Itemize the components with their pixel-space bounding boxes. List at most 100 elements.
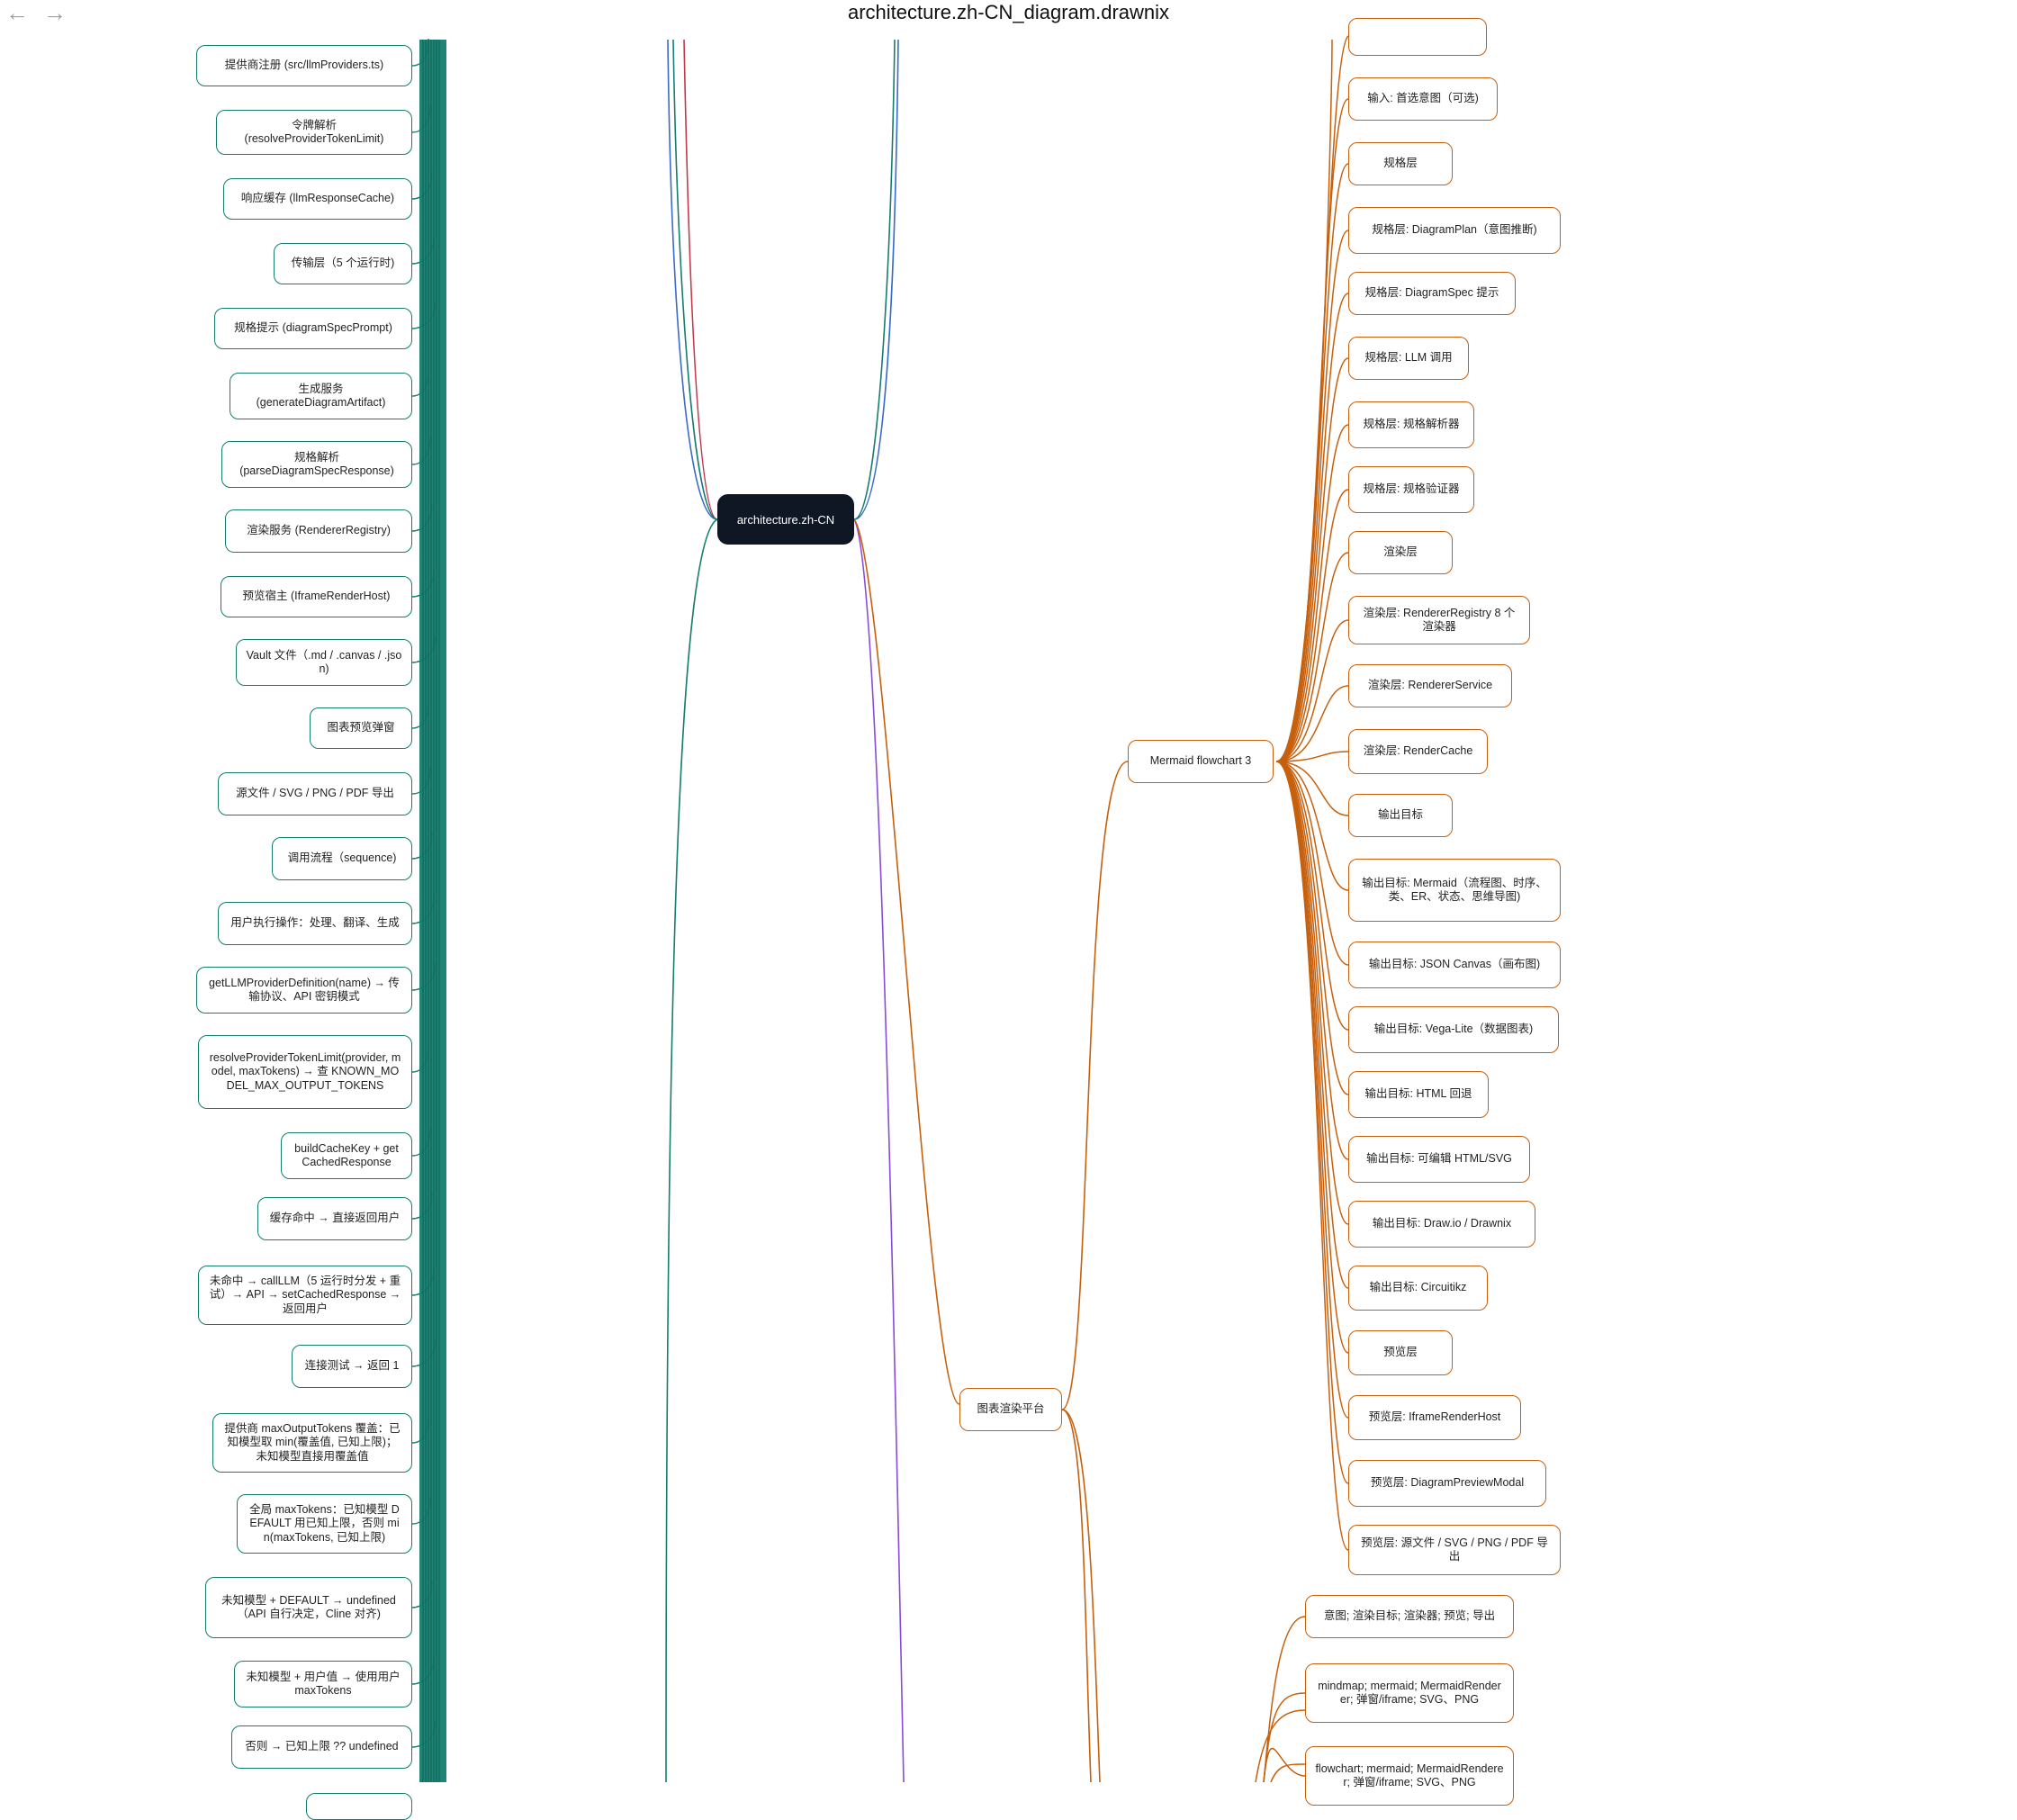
right-branch-node[interactable]: 渲染层: RendererService xyxy=(1348,664,1512,707)
platform-node[interactable]: 图表渲染平台 xyxy=(959,1388,1062,1431)
right-connector xyxy=(1275,761,1349,1031)
root-edge-red xyxy=(683,39,718,520)
right-connector xyxy=(1275,761,1349,1419)
left-branch-node[interactable]: 源文件 / SVG / PNG / PDF 导出 xyxy=(218,772,412,815)
right-connector xyxy=(1275,39,1333,762)
left-branch-node[interactable]: 提供商 maxOutputTokens 覆盖：已知模型取 min(覆盖值, 已知… xyxy=(212,1413,412,1473)
right-branch-node-partial[interactable] xyxy=(1348,18,1487,56)
left-branch-node[interactable]: 渲染服务 (RendererRegistry) xyxy=(225,509,412,553)
right-branch-node[interactable]: 输出目标: HTML 回退 xyxy=(1348,1071,1489,1118)
left-branch-node[interactable]: buildCacheKey + getCachedResponse xyxy=(281,1132,412,1179)
left-branch-node[interactable]: resolveProviderTokenLimit(provider, mode… xyxy=(198,1035,412,1109)
lower-table-node[interactable]: flowchart; mermaid; MermaidRenderer; 弹窗/… xyxy=(1305,1746,1514,1806)
right-connector xyxy=(1275,163,1349,762)
left-branch-node[interactable]: 否则 → 已知上限 ?? undefined xyxy=(231,1725,412,1769)
right-branch-node[interactable]: 规格层: 规格验证器 xyxy=(1348,466,1474,513)
right-branch-node[interactable]: 输出目标: Circuitikz xyxy=(1348,1266,1488,1311)
right-connector xyxy=(1275,761,1349,1160)
right-connector xyxy=(1275,619,1349,762)
lower-connector xyxy=(1263,1747,1306,1782)
right-connector xyxy=(1275,230,1349,762)
lower-table-node[interactable]: 意图; 渲染目标; 渲染器; 预览; 导出 xyxy=(1305,1595,1514,1638)
root-edge-teal xyxy=(853,39,896,520)
left-branch-node[interactable]: 用户执行操作：处理、翻译、生成 xyxy=(218,902,412,945)
right-connector xyxy=(1275,761,1349,1225)
right-connector xyxy=(1275,761,1349,816)
left-branch-node[interactable]: 全局 maxTokens：已知模型 DEFAULT 用已知上限，否则 min(m… xyxy=(237,1494,412,1554)
platform-to-mermaid-edge xyxy=(1061,761,1129,1410)
left-branch-node[interactable]: 图表预览弹窗 xyxy=(310,707,412,749)
platform-edge-down xyxy=(1061,1409,1092,1782)
right-connector xyxy=(1275,761,1349,1551)
right-connector xyxy=(1275,293,1349,762)
left-branch-node[interactable]: 规格解析 (parseDiagramSpecResponse) xyxy=(221,441,412,488)
left-branch-node[interactable]: 预览宿主 (IframeRenderHost) xyxy=(221,576,412,617)
root-edge-blue xyxy=(853,39,899,520)
right-branch-node[interactable]: 规格层: 规格解析器 xyxy=(1348,401,1474,448)
right-connector xyxy=(1275,751,1349,762)
root-node[interactable]: architecture.zh-CN xyxy=(717,494,854,545)
right-branch-node[interactable]: 规格层 xyxy=(1348,142,1453,185)
left-branch-node[interactable]: 未知模型 + 用户值 → 使用用户 maxTokens xyxy=(234,1661,412,1707)
right-branch-node[interactable]: 规格层: LLM 调用 xyxy=(1348,337,1469,380)
right-connector xyxy=(1275,761,1349,966)
right-branch-node[interactable]: 渲染层: RenderCache xyxy=(1348,729,1488,774)
right-branch-node[interactable]: 预览层: IframeRenderHost xyxy=(1348,1395,1521,1440)
left-branch-node[interactable]: 令牌解析 (resolveProviderTokenLimit) xyxy=(216,110,412,155)
right-connector xyxy=(1275,552,1349,762)
left-branch-node[interactable]: 缓存命中 → 直接返回用户 xyxy=(257,1197,412,1240)
connector-lines xyxy=(411,35,1349,1782)
root-edge-orange xyxy=(853,518,960,1405)
right-connector xyxy=(1275,424,1349,762)
lower-table-node[interactable]: mindmap; mermaid; MermaidRenderer; 弹窗/if… xyxy=(1305,1663,1514,1723)
right-branch-node[interactable]: 预览层: DiagramPreviewModal xyxy=(1348,1460,1546,1507)
right-branch-node[interactable]: 规格层: DiagramPlan（意图推断) xyxy=(1348,207,1561,254)
left-trunk-bundle xyxy=(419,40,446,1782)
left-branch-node[interactable]: getLLMProviderDefinition(name) → 传输协议、AP… xyxy=(196,967,412,1014)
root-edge-teal-down xyxy=(665,518,718,1782)
right-branch-node[interactable]: 渲染层: RendererRegistry 8 个渲染器 xyxy=(1348,596,1530,644)
root-edge-purple xyxy=(853,518,905,1782)
left-branch-node[interactable]: 调用流程（sequence) xyxy=(272,837,412,880)
left-branch-node[interactable]: 生成服务 (generateDiagramArtifact) xyxy=(230,373,412,419)
window-titlebar: ← → architecture.zh-CN_diagram.drawnix xyxy=(0,0,2017,36)
right-branch-node[interactable]: 输出目标 xyxy=(1348,794,1453,837)
root-edge-teal xyxy=(672,39,718,520)
lower-connector xyxy=(1270,1763,1306,1782)
window-title: architecture.zh-CN_diagram.drawnix xyxy=(847,1,1170,23)
mermaid-flowchart-node[interactable]: Mermaid flowchart 3 xyxy=(1128,740,1274,783)
left-branch-node-partial[interactable] xyxy=(306,1793,412,1820)
right-connector xyxy=(1275,761,1349,1354)
left-branch-node[interactable]: 提供商注册 (src/llmProviders.ts) xyxy=(196,45,412,86)
right-branch-node[interactable]: 渲染层 xyxy=(1348,531,1453,574)
right-branch-node[interactable]: 输出目标: 可编辑 HTML/SVG xyxy=(1348,1136,1530,1183)
left-branch-node[interactable]: Vault 文件（.md / .canvas / .json) xyxy=(236,639,412,686)
right-connector xyxy=(1275,761,1349,1484)
platform-edge-down xyxy=(1061,1409,1101,1782)
right-branch-node[interactable]: 输出目标: Mermaid（流程图、时序、类、ER、状态、思维导图) xyxy=(1348,859,1561,922)
right-connector xyxy=(1275,761,1349,1289)
left-branch-node[interactable]: 连接测试 → 返回 1 xyxy=(292,1345,412,1388)
arrow-right-icon[interactable]: → xyxy=(43,0,67,26)
right-connector xyxy=(1275,357,1349,762)
right-connector xyxy=(1275,685,1349,762)
right-branch-node[interactable]: 规格层: DiagramSpec 提示 xyxy=(1348,272,1516,315)
lower-connector xyxy=(1255,1709,1306,1782)
arrow-left-icon[interactable]: ← xyxy=(5,0,29,26)
right-branch-node[interactable]: 输出目标: Vega-Lite（数据图表) xyxy=(1348,1006,1559,1053)
right-branch-node[interactable]: 输入: 首选意图（可选) xyxy=(1348,77,1498,121)
left-branch-node[interactable]: 规格提示 (diagramSpecPrompt) xyxy=(214,308,412,349)
lower-connector xyxy=(1263,1692,1306,1782)
root-edge-blue xyxy=(667,39,718,520)
right-connector xyxy=(1275,489,1349,762)
right-connector xyxy=(1275,761,1349,1095)
left-branch-node[interactable]: 传输层（5 个运行时) xyxy=(274,243,412,284)
left-branch-node[interactable]: 未知模型 + DEFAULT → undefined（API 自行决定，Clin… xyxy=(205,1577,412,1638)
left-branch-node[interactable]: 未命中 → callLLM（5 运行时分发 + 重试）→ API → setCa… xyxy=(198,1266,412,1325)
right-branch-node[interactable]: 输出目标: Draw.io / Drawnix xyxy=(1348,1201,1535,1248)
right-branch-node[interactable]: 预览层: 源文件 / SVG / PNG / PDF 导出 xyxy=(1348,1525,1561,1575)
right-connector xyxy=(1275,761,1349,891)
left-branch-node[interactable]: 响应缓存 (llmResponseCache) xyxy=(223,178,412,220)
right-branch-node[interactable]: 输出目标: JSON Canvas（画布图) xyxy=(1348,942,1561,988)
right-branch-node[interactable]: 预览层 xyxy=(1348,1330,1453,1375)
